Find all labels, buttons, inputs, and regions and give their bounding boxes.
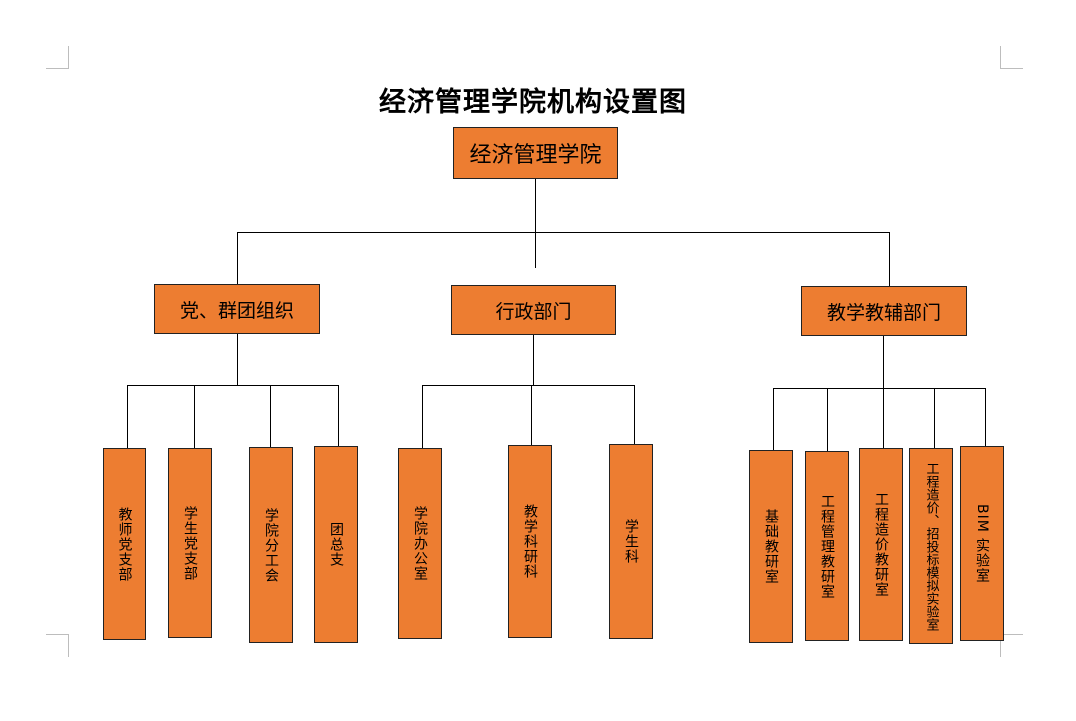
- node-label: 团总支: [328, 522, 344, 567]
- page-corner-mark: [1000, 634, 1023, 657]
- node-unit: 团总支: [314, 446, 358, 643]
- node-unit: 工程造价、招投标模拟实验室: [909, 448, 953, 644]
- node-label: 工程管理教研室: [819, 493, 835, 599]
- node-unit: 学生党支部: [168, 448, 212, 638]
- diagram-title: 经济管理学院机构设置图: [379, 87, 687, 118]
- node-label: 经济管理学院: [469, 143, 602, 168]
- node-label: 学院办公室: [412, 506, 428, 581]
- page-corner-mark: [46, 46, 69, 69]
- node-unit: 学生科: [609, 444, 653, 639]
- page-corner-mark: [46, 634, 69, 657]
- node-label: 基础教研室: [763, 509, 779, 584]
- node-branch: 教学教辅部门: [801, 286, 967, 336]
- node-branch: 党、群团组织: [154, 284, 320, 334]
- page-corner-mark: [1000, 46, 1023, 69]
- node-label: 党、群团组织: [179, 299, 294, 322]
- node-unit: 工程造价教研室: [859, 448, 903, 641]
- node-label: 工程造价、招投标模拟实验室: [923, 461, 939, 631]
- node-label: BIM 实验室: [974, 503, 990, 584]
- node-unit: 教师党支部: [103, 448, 146, 640]
- node-branch: 行政部门: [451, 285, 616, 335]
- node-label: 教学教辅部门: [826, 301, 941, 324]
- node-label: 教师党支部: [116, 506, 133, 582]
- node-unit: 学院办公室: [398, 448, 442, 639]
- node-unit: 学院分工会: [249, 447, 293, 643]
- node-unit: 教学科研科: [508, 445, 552, 638]
- node-label: 行政部门: [495, 300, 572, 323]
- node-unit: BIM 实验室: [960, 446, 1004, 641]
- node-unit: 工程管理教研室: [805, 451, 849, 641]
- node-root: 经济管理学院: [453, 127, 618, 179]
- node-label: 学生科: [623, 519, 639, 564]
- node-label: 学院分工会: [263, 507, 279, 583]
- node-label: 工程造价教研室: [873, 492, 889, 597]
- node-unit: 基础教研室: [749, 450, 793, 643]
- node-label: 教学科研科: [522, 504, 538, 579]
- node-label: 学生党支部: [182, 505, 198, 581]
